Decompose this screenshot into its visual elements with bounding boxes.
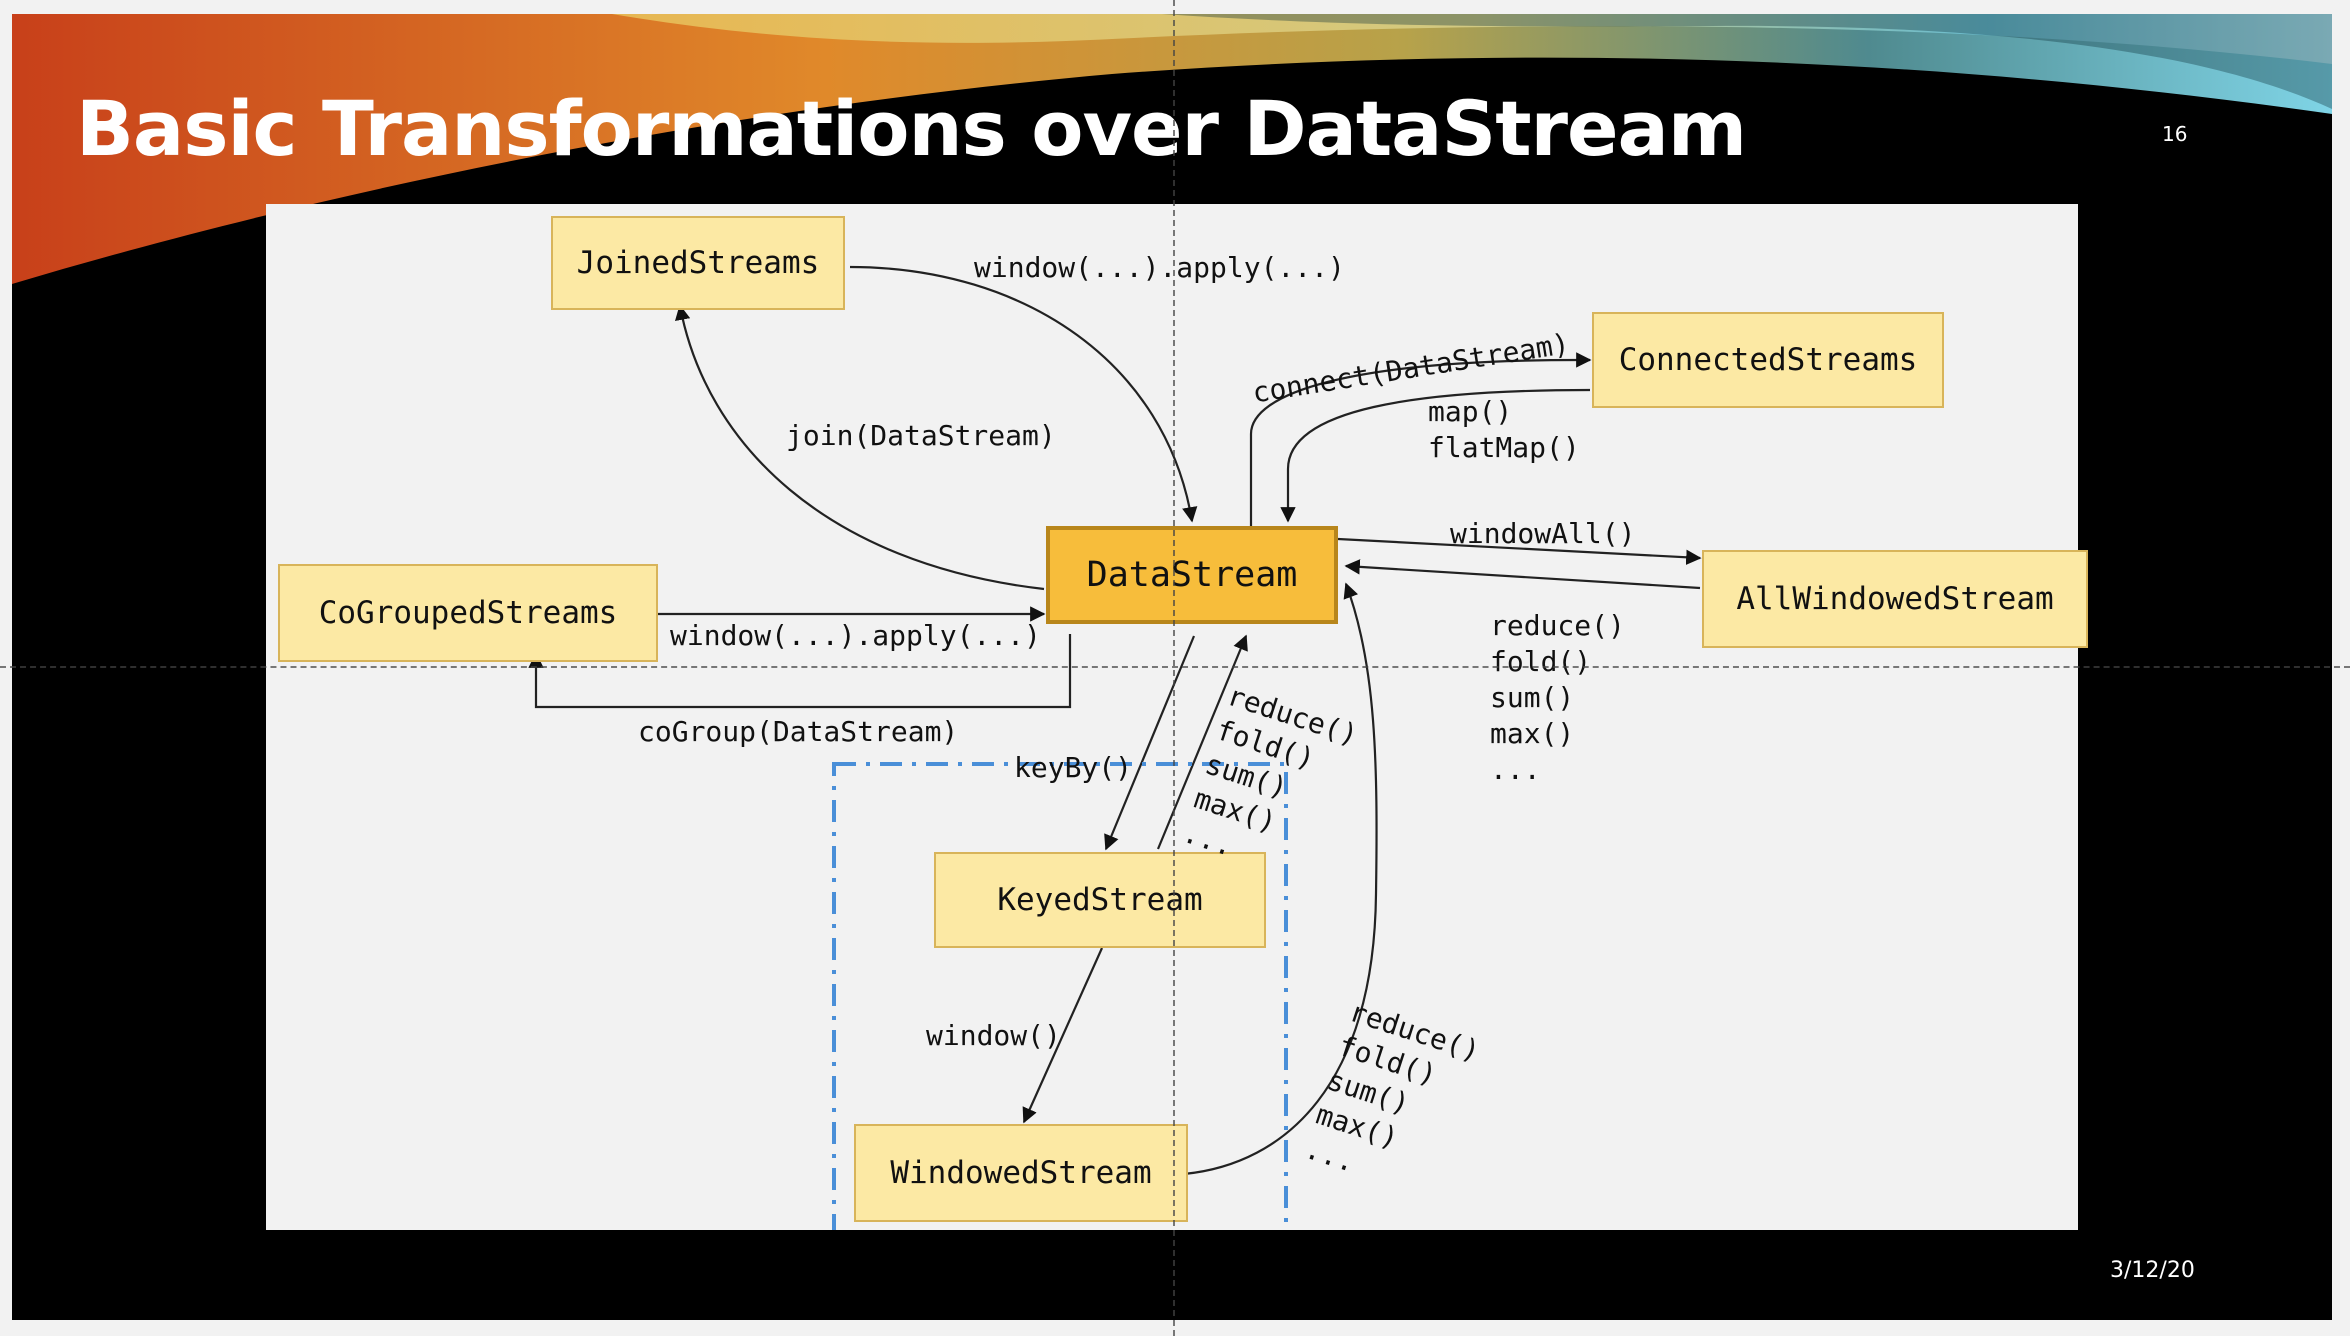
label-allwindowed-max: max() [1490,717,1575,750]
edge-cogroup [528,634,1072,709]
label-cogrouped-apply: window(...).apply(...) [670,619,1041,652]
node-joined-streams: JoinedStreams [551,216,845,310]
label-allwindowed-reduce: reduce() [1490,609,1625,642]
node-datastream: DataStream [1046,526,1338,624]
label-window: window() [926,1019,1061,1052]
transformations-diagram: JoinedStreams ConnectedStreams DataStrea… [266,204,2088,1230]
label-allwindowed-sum: sum() [1490,681,1575,714]
node-windowed-stream: WindowedStream [854,1124,1188,1222]
edge-key-by [1104,635,1196,851]
crosshair-guide-vertical [1173,0,1175,1336]
slide-number: 16 [2162,122,2188,146]
node-connected-streams: ConnectedStreams [1592,312,1944,408]
title-banner-swoosh [12,14,2332,284]
edge-connected-map [1280,388,1591,523]
edge-join [675,304,1045,591]
slide-date: 3/12/20 [2110,1258,2195,1283]
slide-title: Basic Transformations over DataStream [76,84,1747,173]
edge-joined-to-datastream [849,265,1198,523]
edge-keyed-reduce [1156,634,1248,850]
label-allwindowed-aggs: reduce() fold() sum() max() ... [1490,608,1625,788]
node-keyed-stream: KeyedStream [934,852,1266,948]
keyed-windowed-group-box [832,762,1288,1230]
label-connected-flatmap: flatMap() [1428,431,1580,464]
crosshair-guide-horizontal [0,666,2350,668]
label-join: join(DataStream) [786,419,1056,452]
edge-connect [1249,352,1592,534]
label-allwindowed-fold: fold() [1490,645,1592,678]
diagram-edges [528,265,1702,1230]
edge-window [1022,947,1104,1124]
edge-allwindowed-reduce [1344,559,1701,590]
label-joined-apply: window(...).apply(...) [974,251,1345,284]
node-cogrouped-streams: CoGroupedStreams [278,564,658,662]
label-allwindowed-ellipsis: ... [1490,753,1541,786]
edge-window-all [1337,537,1702,565]
node-allwindowed-stream: AllWindowedStream [1702,550,2088,648]
edge-windowed-reduce [1183,582,1378,1176]
label-key-by: keyBy() [1014,751,1133,784]
label-cogroup: coGroup(DataStream) [638,715,959,748]
label-connected-map: map() [1428,395,1513,428]
label-window-all: windowAll() [1450,517,1636,550]
